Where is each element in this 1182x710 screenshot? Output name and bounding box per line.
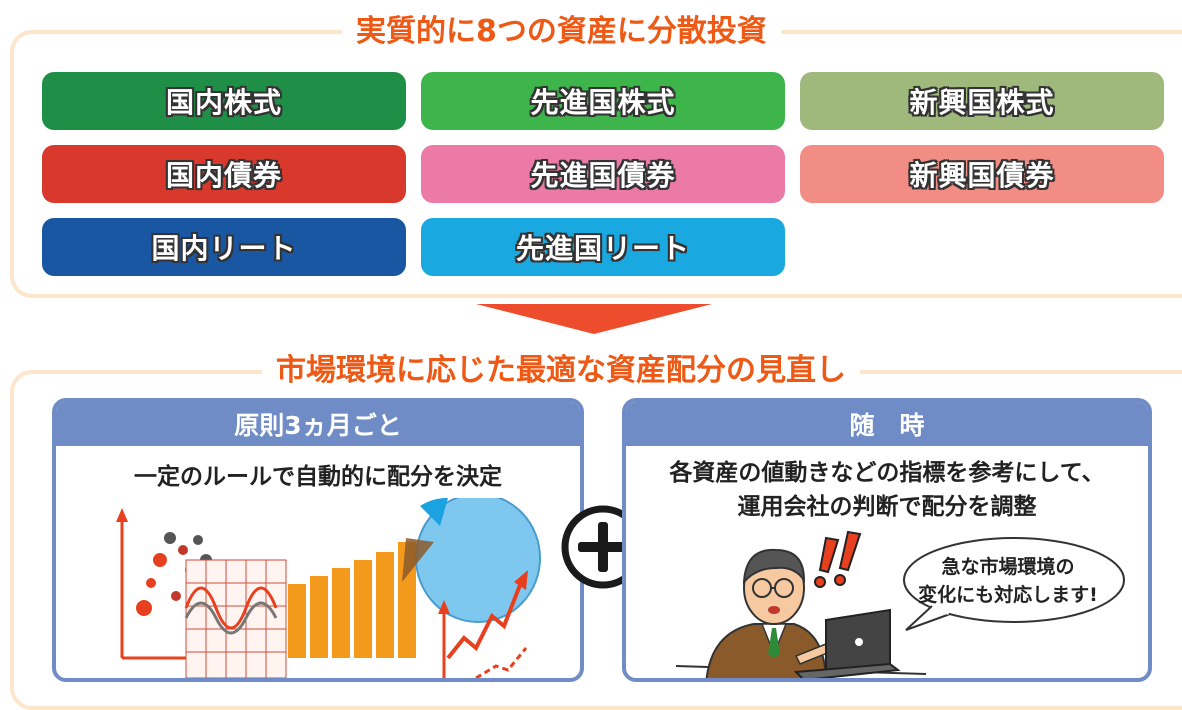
asset-label: 新興国債券 [909, 159, 1055, 192]
asset-tile: 国内株式 [42, 72, 406, 130]
panel-header: 原則3ヵ月ごと [56, 402, 580, 446]
asset-tile: 先進国株式 [421, 72, 785, 130]
panel-description-line2: 運用会社の判断で配分を調整 [737, 494, 1037, 520]
top-section-title: 実質的に8つの資産に分散投資 [342, 10, 781, 54]
asset-tile: 先進国リート [421, 218, 785, 276]
asset-label: 国内リート [151, 232, 297, 265]
analyst-at-laptop-icon [676, 530, 926, 678]
asset-tile: 新興国株式 [800, 72, 1164, 130]
bubble-line2: 変化にも対応します! [918, 584, 1098, 606]
asset-label: 新興国株式 [909, 86, 1055, 119]
asset-label: 先進国株式 [530, 86, 676, 119]
periodic-review-panel: 原則3ヵ月ごと 一定のルールで自動的に配分を決定 [52, 398, 584, 682]
pie-illustration [402, 498, 541, 623]
asset-label: 国内債券 [165, 159, 282, 192]
speech-bubble-text: 急な市場環境の 変化にも対応します! [900, 553, 1116, 609]
grid-illustration [184, 559, 287, 678]
down-arrow-icon [476, 304, 712, 334]
asset-tile: 国内リート [42, 218, 406, 276]
panel-header: 随 時 [626, 402, 1148, 446]
double-exclamation-icon [814, 530, 862, 588]
asset-tile: 国内債券 [42, 145, 406, 203]
chart-illustration [116, 498, 541, 678]
ad-hoc-review-panel: 随 時 各資産の値動きなどの指標を参考にして、 運用会社の判断で配分を調整 [622, 398, 1152, 682]
asset-label: 先進国債券 [530, 159, 676, 192]
asset-tile: 新興国債券 [800, 145, 1164, 203]
bar-illustration [288, 542, 416, 658]
asset-label: 国内株式 [165, 86, 282, 119]
rising-line-illustration [438, 570, 528, 678]
panel-description: 一定のルールで自動的に配分を決定 [134, 464, 502, 490]
asset-label: 先進国リート [515, 232, 690, 265]
bottom-section-title: 市場環境に応じた最適な資産配分の見直し [262, 349, 860, 393]
bubble-line1: 急な市場環境の [941, 556, 1075, 578]
panel-description-line1: 各資産の値動きなどの指標を参考にして、 [669, 460, 1105, 486]
asset-tile: 先進国債券 [421, 145, 785, 203]
speech-bubble [903, 537, 1125, 631]
